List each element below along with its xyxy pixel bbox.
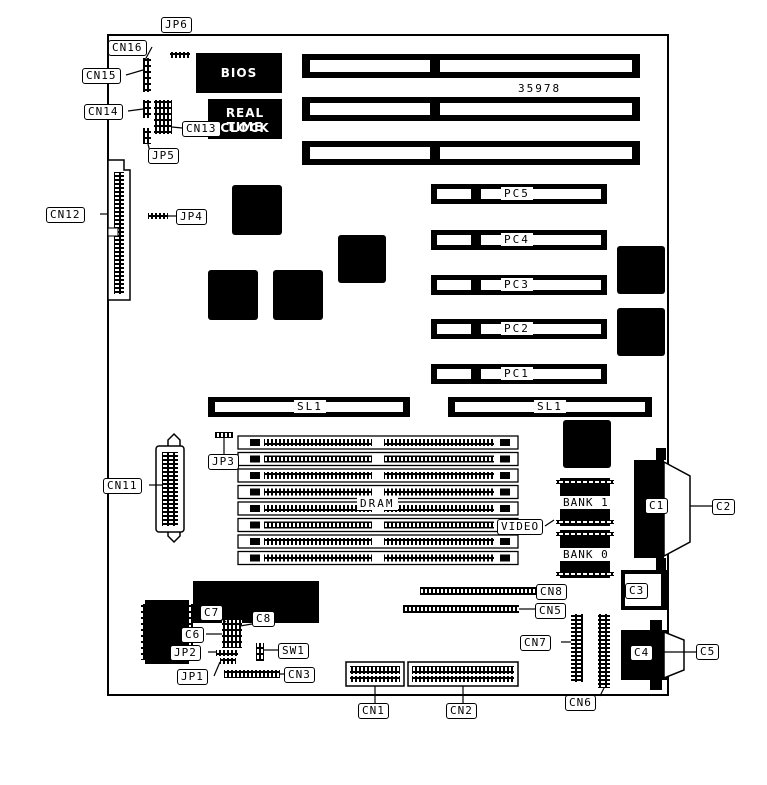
cn14-pins <box>143 100 151 118</box>
bios-label: BIOS <box>220 66 258 80</box>
pc2-label: PC2 <box>501 322 533 335</box>
cn2-label: CN2 <box>446 703 477 719</box>
sw1-switch <box>256 643 264 661</box>
rtc-label-line1: REAL TIME <box>225 106 265 134</box>
rtc-label-line2: CLOCK <box>220 121 270 135</box>
cn15-pins <box>143 58 151 92</box>
kbd-label: KBD <box>240 594 266 607</box>
cn13-pins <box>154 100 172 134</box>
simm-socket <box>237 517 519 533</box>
cn8-label: CN8 <box>536 584 567 600</box>
cn6-header <box>598 614 610 688</box>
bios-chip <box>196 53 282 93</box>
jp5-label: JP5 <box>148 148 179 164</box>
jp1-pins <box>220 658 236 664</box>
c7-label: C7 <box>200 605 224 621</box>
sl1-left-label: SL1 <box>294 400 326 413</box>
cn5-header <box>403 605 519 613</box>
jp1-label: JP1 <box>177 669 208 685</box>
cn3-header <box>224 670 280 678</box>
cn2-connector <box>407 661 519 687</box>
isa-slots <box>302 54 640 165</box>
c8-label: C8 <box>252 611 276 627</box>
simm-socket <box>237 451 519 467</box>
cn13-label: CN13 <box>182 121 221 137</box>
cn11-label: CN11 <box>103 478 142 494</box>
pc3-label: PC3 <box>501 278 533 291</box>
dram-simm-slots <box>237 435 519 566</box>
cn7-label: CN7 <box>520 635 551 651</box>
cn6-label: CN6 <box>565 695 596 711</box>
sw1-label: SW1 <box>278 643 309 659</box>
simm-socket <box>237 435 519 450</box>
pc4-label: PC4 <box>501 233 533 246</box>
c5-label: C5 <box>696 644 720 660</box>
jp3-label: JP3 <box>208 454 239 470</box>
c4-label: C4 <box>630 645 654 661</box>
jp2-pins <box>216 650 238 656</box>
cn1-connector <box>345 661 405 687</box>
jp4-label: JP4 <box>176 209 207 225</box>
cn7-header <box>571 614 583 682</box>
c3-label: C3 <box>625 583 649 599</box>
jp2-label: JP2 <box>170 645 201 661</box>
cn15-label: CN15 <box>82 68 121 84</box>
simm-socket <box>237 550 519 566</box>
bank1-label: BANK 1 <box>560 496 612 509</box>
dram-label: DRAM <box>357 497 398 510</box>
jp5-pins <box>143 128 151 144</box>
jp4-pins <box>148 213 168 219</box>
processor-chips <box>208 185 665 468</box>
cn1-label: CN1 <box>358 703 389 719</box>
sl1-right-label: SL1 <box>534 400 566 413</box>
bank0-label: BANK 0 <box>560 548 612 561</box>
cn12-connector <box>107 159 131 301</box>
c6-label: C6 <box>181 627 205 643</box>
jp3-pins <box>215 432 233 438</box>
board-number: 35978 <box>518 82 562 95</box>
cn14-label: CN14 <box>84 104 123 120</box>
cn16-label: CN16 <box>108 40 147 56</box>
c1-label: C1 <box>645 498 669 514</box>
cn11-connector <box>155 432 185 544</box>
pc-slots <box>431 184 607 384</box>
cn5-label: CN5 <box>535 603 566 619</box>
cn3-label: CN3 <box>284 667 315 683</box>
cn8-header <box>420 587 536 595</box>
pc1-label: PC1 <box>501 367 533 380</box>
simm-socket <box>237 534 519 549</box>
video-label: VIDEO <box>497 519 544 535</box>
c6-c7-c8-pins <box>222 620 242 648</box>
simm-socket <box>237 468 519 483</box>
cn12-label: CN12 <box>46 207 85 223</box>
jp6-pins <box>170 52 190 58</box>
c2-label: C2 <box>712 499 736 515</box>
pc5-label: PC5 <box>501 187 533 200</box>
jp6-label: JP6 <box>161 17 192 33</box>
